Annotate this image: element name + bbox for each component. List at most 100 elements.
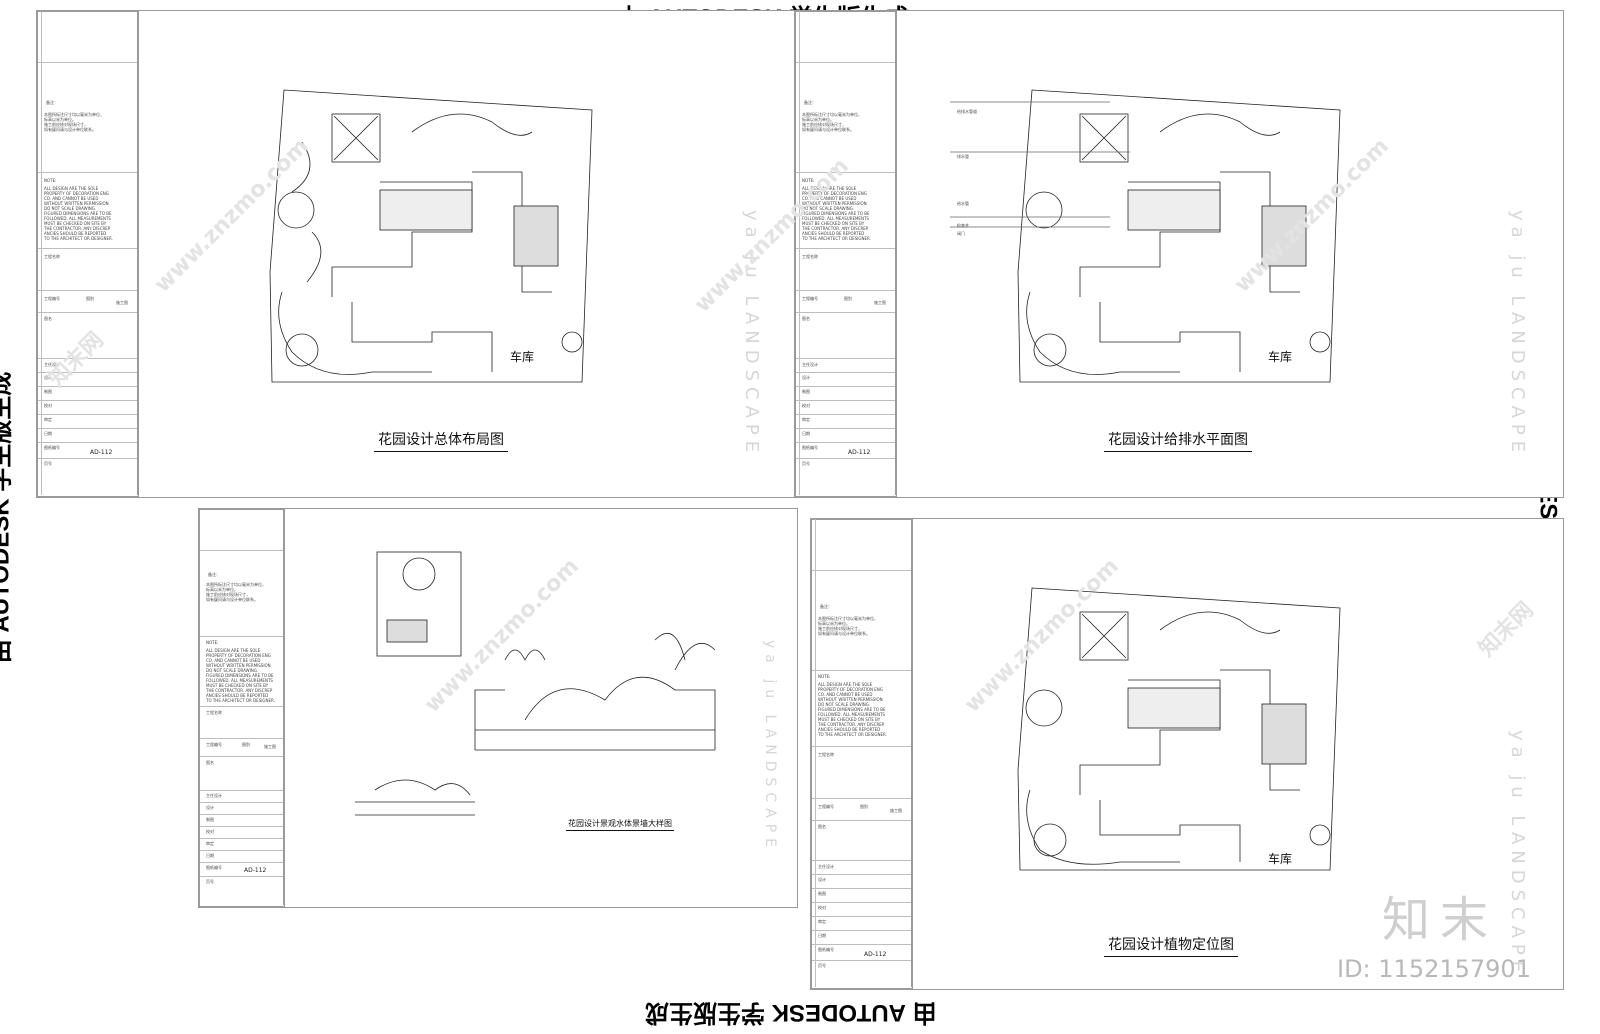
checked-label: 审定	[818, 919, 826, 924]
drawing-sheet-waterfeature: 备注： 本图所标注尺寸均以毫米为单位， 标高以米为单位。 施工前应核对现场尺寸，…	[198, 508, 798, 908]
project-name-label: 工程名称	[206, 710, 222, 715]
design-label: 设计	[44, 375, 52, 380]
legend-item: 给水管	[957, 201, 969, 206]
chief-designer-label: 主任设计	[44, 362, 60, 367]
sheet-side-label: ya ju LANDSCAPE	[1507, 730, 1528, 979]
note-heading: NOTE:	[44, 178, 57, 183]
project-no-label: 工程编号	[818, 804, 834, 809]
garage-label: 车库	[1268, 350, 1293, 364]
drawing-title-label: 图名	[206, 760, 214, 765]
checked-label: 审定	[206, 841, 214, 846]
remark-text: 本图所标注尺寸均以毫米为单位， 标高以米为单位。 施工前应核对现场尺寸， 如有疑…	[206, 582, 266, 602]
project-no-label: 工程编号	[206, 742, 222, 747]
drawn-label: 制图	[44, 389, 52, 394]
title-block: 备注： 本图所标注尺寸均以毫米为单位， 标高以米为单位。 施工前应核对现场尺寸，…	[37, 11, 139, 497]
project-name-label: 工程名称	[802, 254, 818, 259]
note-text: ALL DESIGN ARE THE SOLE PROPERTY OF DECO…	[818, 682, 887, 737]
check-label: 校对	[206, 829, 214, 834]
drawing-title-label: 图名	[818, 824, 826, 829]
page-no-label: 页号	[44, 461, 52, 466]
waterfeature-detail	[355, 551, 716, 816]
stage-label: 图别	[86, 296, 94, 301]
drawing-sheet-drainage: 备注： 本图所标注尺寸均以毫米为单位， 标高以米为单位。 施工前应核对现场尺寸，…	[794, 10, 1564, 498]
garage-label: 车库	[510, 350, 535, 364]
remark-text: 本图所标注尺寸均以毫米为单位， 标高以米为单位。 施工前应核对现场尺寸， 如有疑…	[44, 112, 104, 132]
drawing-no-label: 图纸编号	[44, 445, 60, 450]
stage-value: 施工图	[264, 744, 276, 749]
drawn-label: 制图	[802, 389, 810, 394]
remark-text: 本图所标注尺寸均以毫米为单位， 标高以米为单位。 施工前应核对现场尺寸， 如有疑…	[818, 616, 878, 636]
drawing-code: AD-112	[90, 449, 113, 456]
drawing-code: AD-112	[848, 449, 871, 456]
stage-value: 施工图	[116, 300, 128, 305]
drawing-sheet-planting: 备注： 本图所标注尺寸均以毫米为单位， 标高以米为单位。 施工前应核对现场尺寸，…	[810, 518, 1564, 990]
page-no-label: 页号	[802, 461, 810, 466]
page-no-label: 页号	[206, 879, 214, 884]
date-label: 日期	[206, 853, 214, 858]
title-block: 备注： 本图所标注尺寸均以毫米为单位， 标高以米为单位。 施工前应核对现场尺寸，…	[811, 519, 913, 989]
remark-heading: 备注：	[46, 100, 58, 105]
remark-heading: 备注：	[804, 100, 816, 105]
drawing-code: AD-112	[244, 867, 267, 874]
remark-text: 本图所标注尺寸均以毫米为单位， 标高以米为单位。 施工前应核对现场尺寸， 如有疑…	[802, 112, 862, 132]
drawing-no-label: 图纸编号	[802, 445, 818, 450]
project-name-label: 工程名称	[818, 752, 834, 757]
check-label: 校对	[802, 403, 810, 408]
chief-designer-label: 主任设计	[802, 362, 818, 367]
sheet-title-waterfeature: 花园设计景观水体景墙大样图	[566, 818, 674, 831]
sheet-side-label: ya ju LANDSCAPE	[762, 640, 778, 854]
note-text: ALL DESIGN ARE THE SOLE PROPERTY OF DECO…	[44, 186, 113, 241]
drawing-no-label: 图纸编号	[206, 865, 222, 870]
date-label: 日期	[802, 431, 810, 436]
note-text: ALL DESIGN ARE THE SOLE PROPERTY OF DECO…	[802, 186, 871, 241]
drawn-label: 制图	[206, 817, 214, 822]
stage-value: 施工图	[874, 300, 886, 305]
chief-designer-label: 主任设计	[818, 864, 834, 869]
design-label: 设计	[818, 877, 826, 882]
sheet-side-label: ya ju LANDSCAPE	[1507, 210, 1528, 459]
note-heading: NOTE:	[206, 640, 219, 645]
note-text: ALL DESIGN ARE THE SOLE PROPERTY OF DECO…	[206, 648, 275, 703]
checked-label: 审定	[44, 417, 52, 422]
drawn-label: 制图	[818, 891, 826, 896]
autodesk-stamp-bottom: 由 AUTODESK 学生版生成	[645, 999, 937, 1026]
remark-heading: 备注：	[820, 604, 832, 609]
checked-label: 审定	[802, 417, 810, 422]
garden-plan-planting	[1017, 587, 1341, 871]
drawing-title-label: 图名	[802, 316, 810, 321]
stage-label: 图别	[242, 742, 250, 747]
garden-plan-layout	[269, 89, 593, 383]
drawing-code: AD-112	[864, 951, 887, 958]
sheet-title-planting: 花园设计植物定位图	[1104, 934, 1238, 957]
drawing-no-label: 图纸编号	[818, 947, 834, 952]
sheet-title-layout: 花园设计总体布局图	[374, 429, 508, 452]
znzmo-logo: 知末	[1382, 892, 1499, 948]
legend-item: 排水管	[957, 154, 969, 159]
legend-item: 阀门	[957, 231, 965, 236]
garden-plan-drainage	[950, 89, 1341, 383]
title-block: 备注： 本图所标注尺寸均以毫米为单位， 标高以米为单位。 施工前应核对现场尺寸，…	[795, 11, 897, 497]
date-label: 日期	[44, 431, 52, 436]
check-label: 校对	[818, 905, 826, 910]
design-label: 设计	[206, 805, 214, 810]
title-block: 备注： 本图所标注尺寸均以毫米为单位， 标高以米为单位。 施工前应核对现场尺寸，…	[199, 509, 285, 907]
drawing-title-label: 图名	[44, 316, 52, 321]
page-no-label: 页号	[818, 963, 826, 968]
note-heading: NOTE:	[802, 178, 815, 183]
chief-designer-label: 主任设计	[206, 793, 222, 798]
legend-item: 检查井	[957, 223, 969, 228]
sheet-title-drainage: 花园设计给排水平面图	[1104, 429, 1252, 452]
project-no-label: 工程编号	[44, 296, 60, 301]
autodesk-stamp-left: 由 AUTODESK 学生版生成	[0, 371, 15, 664]
note-heading: NOTE:	[818, 674, 831, 679]
stage-label: 图别	[860, 804, 868, 809]
project-name-label: 工程名称	[44, 254, 60, 259]
remark-heading: 备注：	[208, 572, 220, 577]
resource-id: ID: 1152157901	[1337, 955, 1531, 983]
stage-value: 施工图	[890, 808, 902, 813]
stage-label: 图别	[844, 296, 852, 301]
design-label: 设计	[802, 375, 810, 380]
drawing-sheet-layout: 备注： 本图所标注尺寸均以毫米为单位， 标高以米为单位。 施工前应核对现场尺寸，…	[36, 10, 838, 498]
date-label: 日期	[818, 933, 826, 938]
project-no-label: 工程编号	[802, 296, 818, 301]
